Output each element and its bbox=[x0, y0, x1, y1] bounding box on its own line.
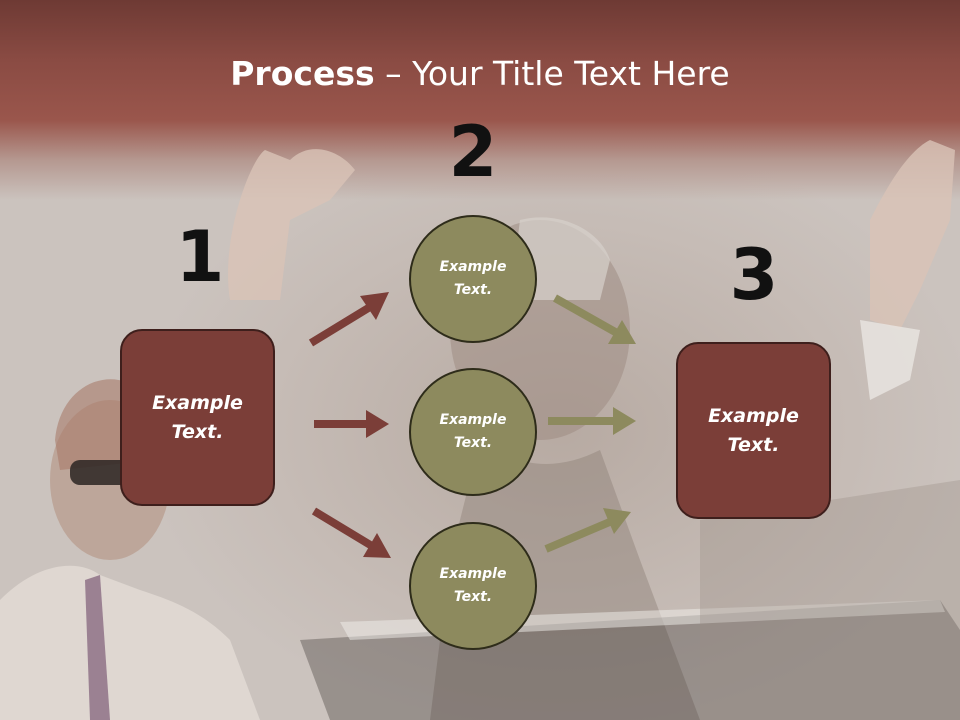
arrow-left-to-bottom bbox=[311, 507, 391, 558]
process-circle-bottom-text: Example Text. bbox=[439, 566, 507, 605]
arrow-top-to-right bbox=[553, 294, 636, 344]
arrow-middle-to-right bbox=[548, 407, 636, 435]
process-circle-bottom: Example Text. bbox=[409, 522, 537, 650]
process-box-left-text: Example Text. bbox=[152, 391, 243, 443]
process-circle-middle-text: Example Text. bbox=[439, 412, 507, 451]
process-circle-top-text: Example Text. bbox=[439, 259, 507, 298]
process-box-right: Example Text. bbox=[676, 342, 831, 519]
step-number-3: 3 bbox=[729, 234, 779, 316]
arrow-left-to-top bbox=[308, 292, 389, 347]
arrow-bottom-to-right bbox=[544, 508, 631, 553]
title-bold: Process bbox=[230, 54, 375, 93]
slide-title: Process – Your Title Text Here bbox=[0, 52, 960, 96]
process-box-right-text: Example Text. bbox=[708, 404, 799, 456]
step-number-2: 2 bbox=[448, 111, 498, 193]
process-box-left: Example Text. bbox=[120, 329, 275, 506]
title-rest: – Your Title Text Here bbox=[374, 54, 730, 93]
step-number-1: 1 bbox=[175, 216, 225, 298]
arrow-left-to-middle bbox=[314, 410, 389, 438]
process-circle-middle: Example Text. bbox=[409, 368, 537, 496]
process-circle-top: Example Text. bbox=[409, 215, 537, 343]
